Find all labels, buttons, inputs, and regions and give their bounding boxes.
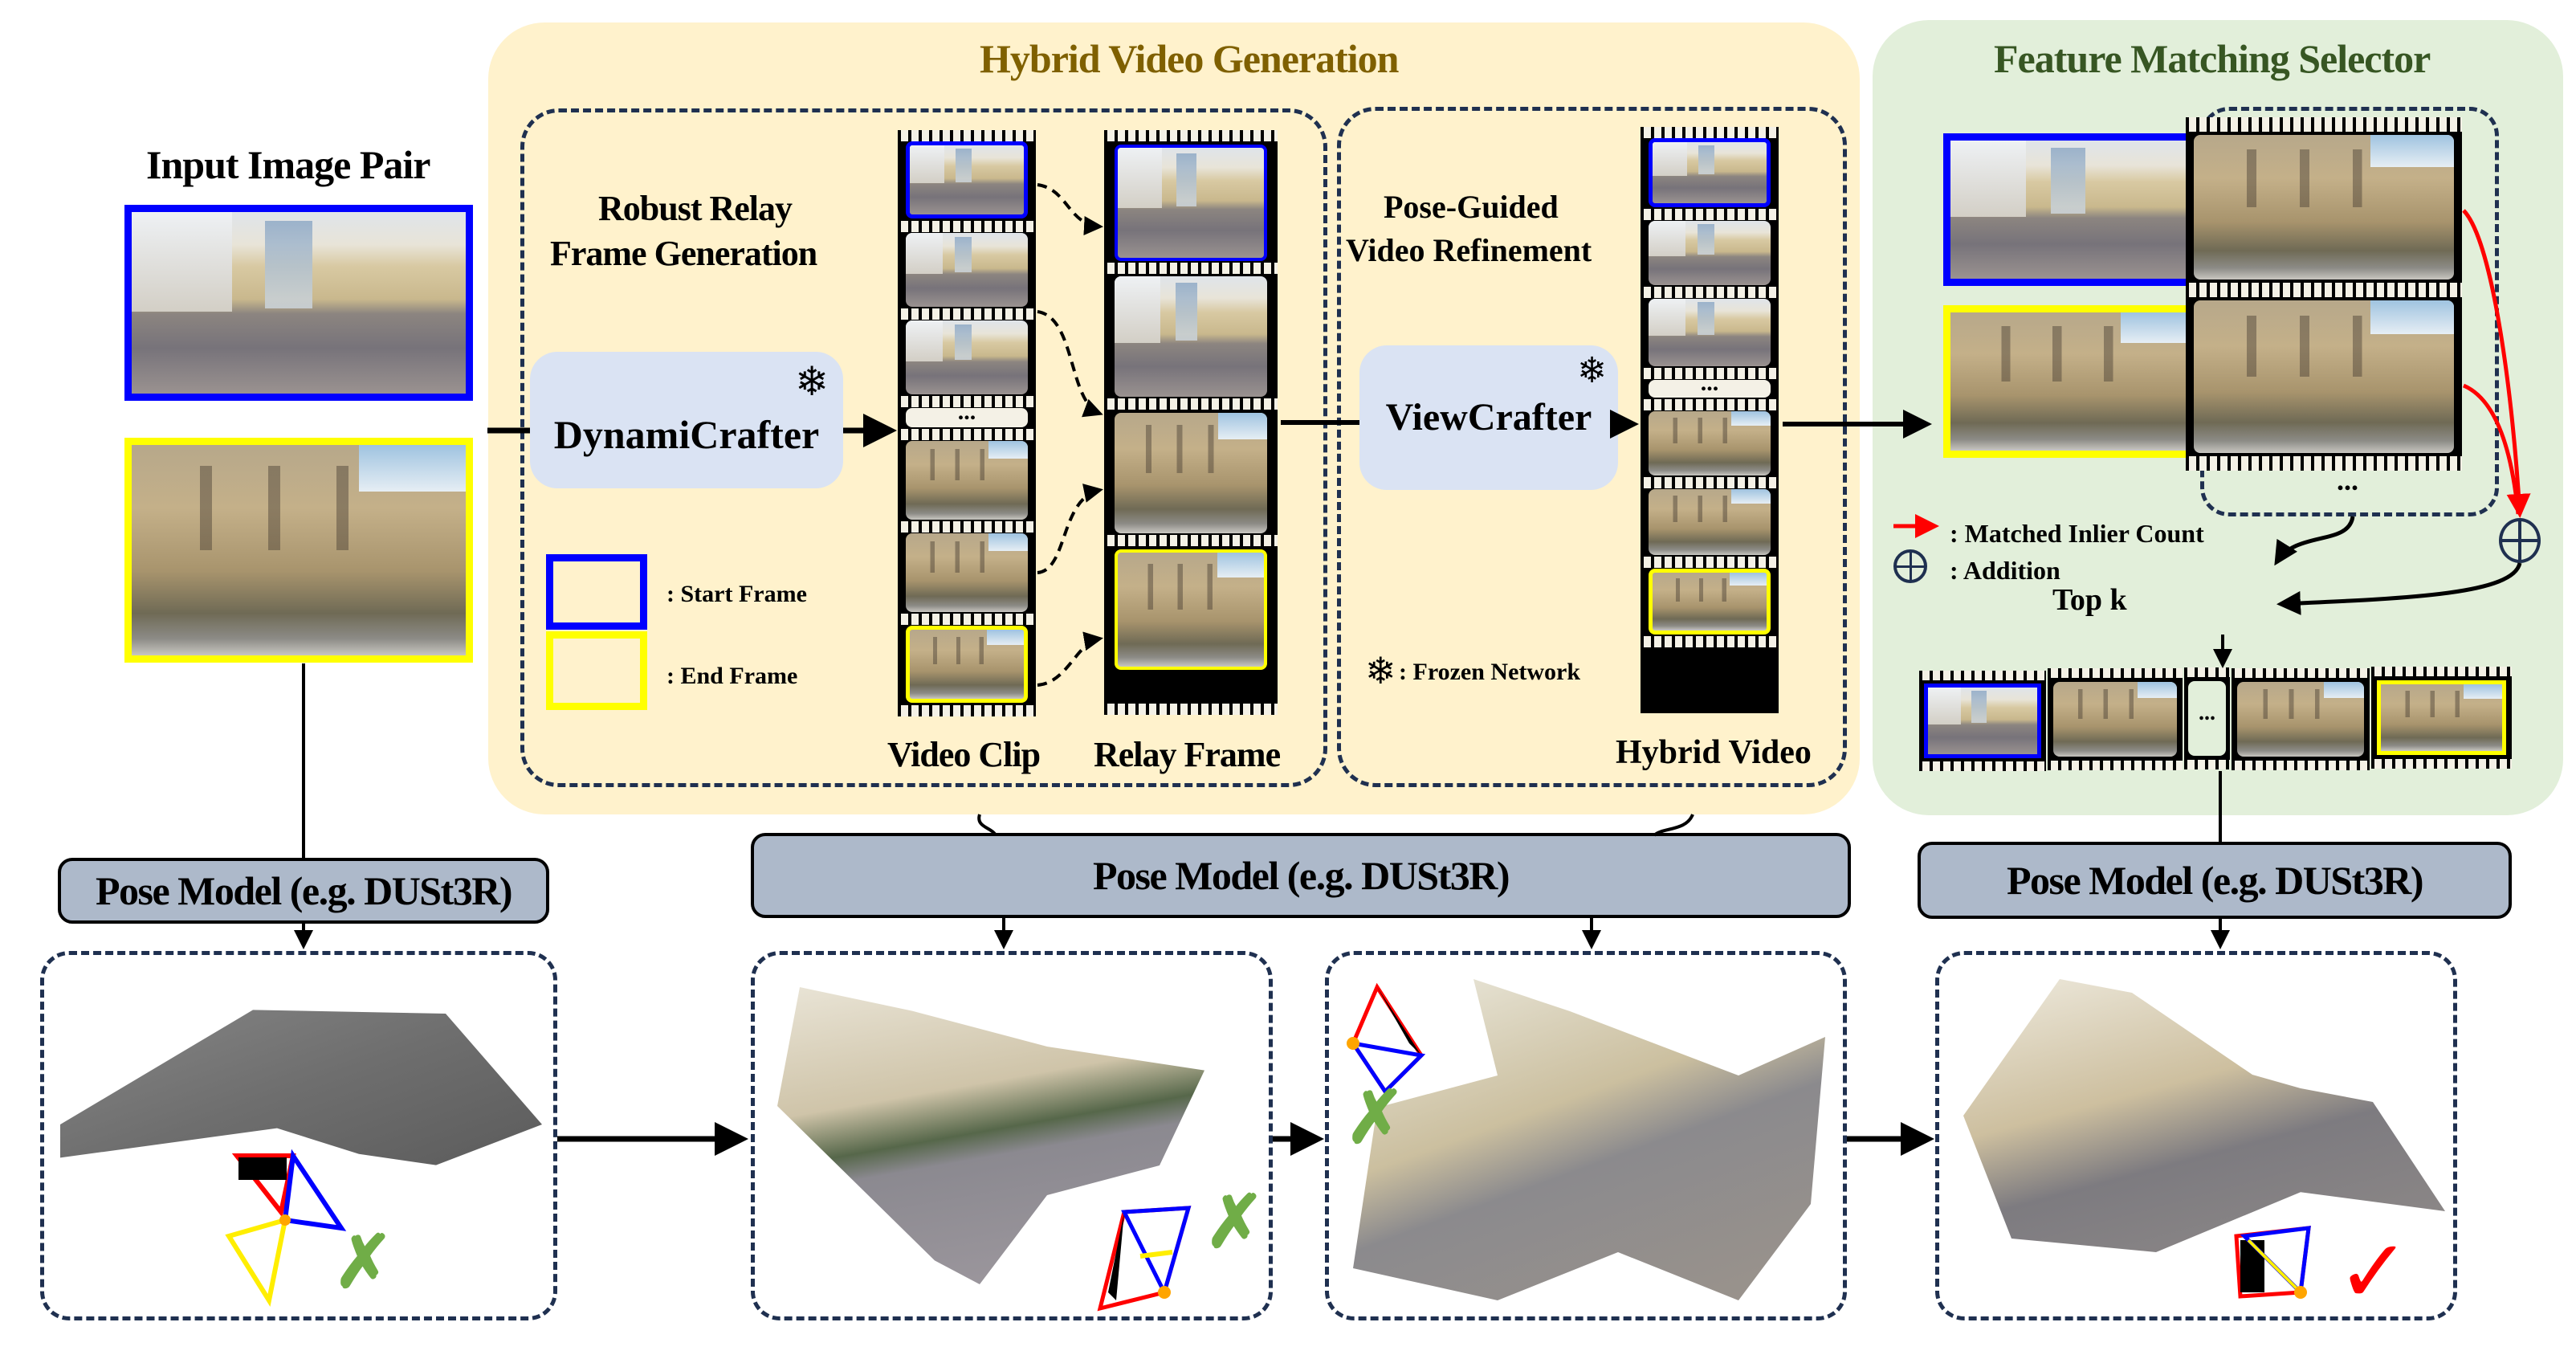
video-clip-label: Video Clip	[887, 735, 1041, 774]
snowflake-icon: ❄	[1365, 651, 1396, 692]
pose-guided-refinement-box	[1337, 107, 1847, 787]
matched-inlier-count-legend-label: : Matched Inlier Count	[1950, 519, 2204, 548]
circled-plus-icon	[2499, 518, 2541, 563]
relay-frame-film-strip	[1104, 130, 1278, 715]
hybrid-video-ellipsis: ...	[1649, 380, 1771, 398]
top-k-label: Top k	[2052, 583, 2127, 617]
reconstruction-result-selected-frames: ✓	[1935, 951, 2457, 1321]
reconstruction-result-input-pair: ✗	[40, 951, 557, 1320]
frozen-network-legend-label: : Frozen Network	[1399, 659, 1581, 685]
candidate-frames-film-strip	[2186, 117, 2462, 471]
viewcrafter-label: ViewCrafter	[1385, 396, 1592, 439]
hybrid-video-generation-title: Hybrid Video Generation	[980, 36, 1399, 81]
video-clip-film-strip: ...	[898, 130, 1036, 716]
addition-legend-label: : Addition	[1950, 556, 2060, 585]
check-mark-icon: ✓	[2337, 1223, 2411, 1321]
start-frame-legend-swatch	[546, 554, 647, 630]
dynamicrafter-model-box: DynamiCrafter ❄	[530, 352, 843, 488]
viewcrafter-model-box: ViewCrafter ❄	[1359, 345, 1618, 490]
input-start-frame	[124, 205, 473, 401]
feature-matching-selector-title: Feature Matching Selector	[1994, 36, 2431, 81]
camera-frustums	[2228, 1220, 2317, 1308]
snowflake-icon: ❄	[1577, 351, 1607, 390]
candidate-frames-ellipsis: ...	[2337, 464, 2358, 496]
relay-frame-label: Relay Frame	[1094, 735, 1281, 774]
reconstruction-result-video-clip: ✗	[751, 951, 1273, 1320]
camera-frustums	[221, 1148, 381, 1308]
pose-model-box-selector: Pose Model (e.g. DUSt3R)	[1918, 842, 2512, 919]
pose-model-label: Pose Model (e.g. DUSt3R)	[2006, 858, 2424, 903]
camera-frustums	[1345, 979, 1433, 1100]
pose-model-box-hybrid: Pose Model (e.g. DUSt3R)	[751, 833, 1851, 918]
end-frame-legend-swatch	[546, 631, 647, 710]
video-clip-ellipsis: ...	[906, 408, 1028, 427]
relay-frame-generation-box	[520, 108, 1327, 787]
end-frame-legend-label: : End Frame	[666, 663, 798, 689]
pose-model-label: Pose Model (e.g. DUSt3R)	[1092, 853, 1510, 898]
relay-section-title-line1: Robust Relay	[598, 189, 793, 228]
selector-start-frame	[1943, 133, 2208, 286]
dynamicrafter-label: DynamiCrafter	[553, 412, 820, 457]
selector-end-frame	[1943, 305, 2208, 458]
input-end-frame	[124, 438, 473, 663]
top-k-ellipsis: ...	[2187, 681, 2227, 756]
relay-section-title-line2: Frame Generation	[550, 234, 817, 273]
cross-mark-icon: ✗	[1204, 1183, 1266, 1263]
refine-section-title-line2: Video Refinement	[1346, 232, 1592, 268]
snowflake-icon: ❄	[795, 359, 829, 404]
refine-section-title-line1: Pose-Guided	[1384, 189, 1559, 225]
top-k-film-strip: ...	[1919, 667, 2528, 771]
start-frame-legend-label: : Start Frame	[666, 581, 807, 607]
hybrid-video-label: Hybrid Video	[1616, 734, 1812, 771]
pose-model-label: Pose Model (e.g. DUSt3R)	[95, 868, 513, 913]
camera-frustums	[1092, 1196, 1204, 1316]
pose-model-box-input-pair: Pose Model (e.g. DUSt3R)	[58, 858, 549, 924]
cross-mark-icon: ✗	[1345, 1079, 1406, 1158]
reconstruction-result-hybrid-video: ✗	[1325, 951, 1847, 1320]
hybrid-video-film-strip: ...	[1641, 127, 1779, 713]
input-image-pair-title: Input Image Pair	[146, 142, 430, 187]
circled-plus-icon	[1893, 549, 1927, 583]
cross-mark-icon: ✗	[333, 1223, 394, 1303]
